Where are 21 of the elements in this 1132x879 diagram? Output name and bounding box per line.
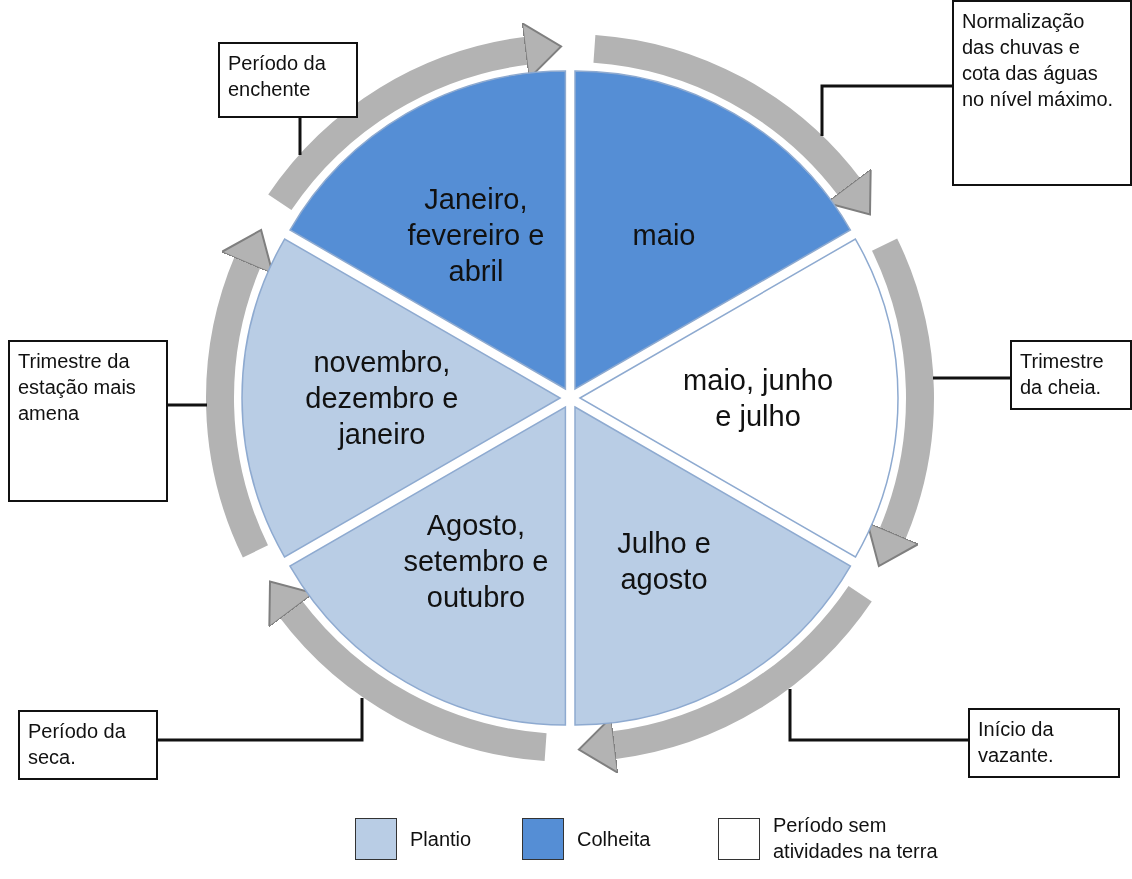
wedge-label: Agosto, setembro e outubro [402,507,550,615]
leader-line [168,403,207,407]
wedge-label: maio, junho e julho [682,363,835,434]
leader-line [158,698,364,742]
wedge-label: Julho e agosto [616,525,712,597]
wedge-label: maio [631,218,697,254]
callout-box: Normalização das chuvas e cota das águas no nível máximo. [952,0,1132,186]
legend-label: Plantio [410,827,472,852]
callout-box: Período da seca. [18,710,158,780]
leader-line [298,118,302,155]
legend-label: Período sem atividades na terra [773,813,939,864]
wedge-label: Janeiro, fevereiro e abril [406,182,546,290]
wedge-label: novembro, dezembro e janeiro [304,345,460,452]
callout-box: Trimestre da estação mais amena [8,340,168,502]
leader-line [788,689,968,742]
leader-line [820,84,952,136]
callout-box: Início da vazante. [968,708,1120,778]
callout-box: Trimestre da cheia. [1010,340,1132,410]
leader-line [933,376,1010,380]
callout-box: Período da enchente [218,42,358,118]
legend-label: Colheita [577,827,651,852]
